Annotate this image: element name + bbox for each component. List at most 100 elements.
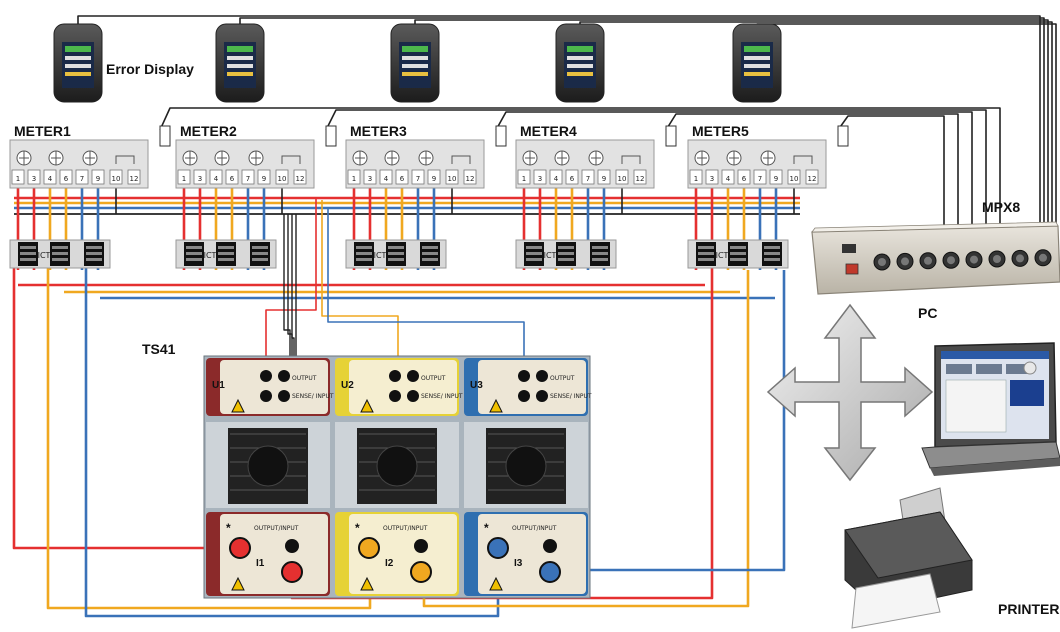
terminal-number: 4	[554, 175, 559, 183]
current-terminal	[487, 537, 509, 559]
ict-label: ICT	[716, 251, 729, 260]
terminal-number: 12	[130, 175, 139, 183]
warning-icon	[489, 398, 503, 413]
terminal-number: 3	[198, 175, 202, 183]
current-unit-label: I1	[256, 558, 265, 569]
terminal-number: 7	[80, 175, 84, 183]
meter-label: METER2	[180, 123, 237, 139]
terminal-socket	[518, 390, 530, 402]
terminal-number: 12	[808, 175, 817, 183]
terminal-socket	[536, 390, 548, 402]
mpx8-label: MPX8	[982, 199, 1020, 215]
ict-block: ICT	[345, 239, 447, 269]
terminal-number: 3	[368, 175, 372, 183]
four-way-arrow-icon	[766, 303, 934, 482]
current-terminal	[414, 539, 428, 553]
current-terminal	[410, 561, 432, 583]
meter-label: METER3	[350, 123, 407, 139]
meter-label: METER5	[692, 123, 749, 139]
pulse-cable	[159, 107, 1001, 232]
terminal-number: 6	[64, 175, 69, 183]
output-input-label: OUTPUT/INPUT	[254, 525, 299, 532]
star-mark: *	[484, 521, 489, 535]
current-terminal	[358, 537, 380, 559]
pulse-output-icon	[159, 125, 171, 147]
pulse-cable	[495, 111, 973, 232]
terminal-number: 6	[570, 175, 575, 183]
terminal-number: 7	[758, 175, 762, 183]
warning-icon	[231, 576, 245, 591]
display-cable	[77, 15, 1041, 230]
terminal-socket	[407, 390, 419, 402]
ict-label: ICT	[38, 251, 51, 260]
terminal-socket	[278, 390, 290, 402]
error-display-device-icon	[732, 23, 782, 103]
terminal-number: 10	[790, 175, 799, 183]
pulse-output-icon	[837, 125, 849, 147]
pc-label: PC	[918, 305, 937, 321]
error-display-device-icon	[555, 23, 605, 103]
terminal-number: 9	[774, 175, 778, 183]
voltage-red	[265, 198, 317, 378]
terminal-number: 4	[214, 175, 219, 183]
terminal-number: 6	[230, 175, 235, 183]
terminal-number: 6	[742, 175, 747, 183]
ict-block: ICT	[687, 239, 789, 269]
voltage-unit-label: U1	[212, 380, 225, 391]
terminal-number: 10	[112, 175, 121, 183]
ict-label: ICT	[374, 251, 387, 260]
pulse-cable	[325, 109, 987, 232]
terminal-number: 6	[400, 175, 405, 183]
output-label: OUTPUT	[421, 375, 446, 382]
terminal-socket	[389, 390, 401, 402]
voltage-neutral	[283, 214, 291, 378]
meter-label: METER1	[14, 123, 71, 139]
terminal-number: 9	[432, 175, 436, 183]
terminal-number: 1	[522, 175, 526, 183]
terminal-number: 7	[586, 175, 590, 183]
pulse-output-icon	[325, 125, 337, 147]
pulse-output-icon	[495, 125, 507, 147]
ict-block: ICT	[9, 239, 111, 269]
error-displays	[53, 23, 782, 103]
terminal-socket	[518, 370, 530, 382]
output-input-label: OUTPUT/INPUT	[383, 525, 428, 532]
terminal-number: 9	[602, 175, 606, 183]
terminal-number: 12	[296, 175, 305, 183]
terminal-number: 4	[48, 175, 53, 183]
terminal-number: 7	[246, 175, 250, 183]
ict-label: ICT	[204, 251, 217, 260]
current-red	[12, 262, 240, 550]
current-terminal	[543, 539, 557, 553]
pulse-output-icon	[665, 125, 677, 147]
warning-icon	[489, 576, 503, 591]
terminal-number: 4	[726, 175, 731, 183]
terminal-socket	[260, 390, 272, 402]
output-label: OUTPUT	[550, 375, 575, 382]
ts41-label: TS41	[142, 341, 176, 357]
warning-icon	[231, 398, 245, 413]
output-input-label: OUTPUT/INPUT	[512, 525, 557, 532]
terminal-socket	[389, 370, 401, 382]
current-terminal	[229, 537, 251, 559]
star-mark: *	[226, 521, 231, 535]
current-unit-label: I2	[385, 558, 394, 569]
current-unit-label: I3	[514, 558, 523, 569]
terminal-number: 7	[416, 175, 420, 183]
warning-icon	[360, 398, 374, 413]
terminal-number: 4	[384, 175, 389, 183]
terminal-number: 3	[710, 175, 714, 183]
output-label: OUTPUT	[292, 375, 317, 382]
terminal-socket	[260, 370, 272, 382]
error-display-device-icon	[215, 23, 265, 103]
